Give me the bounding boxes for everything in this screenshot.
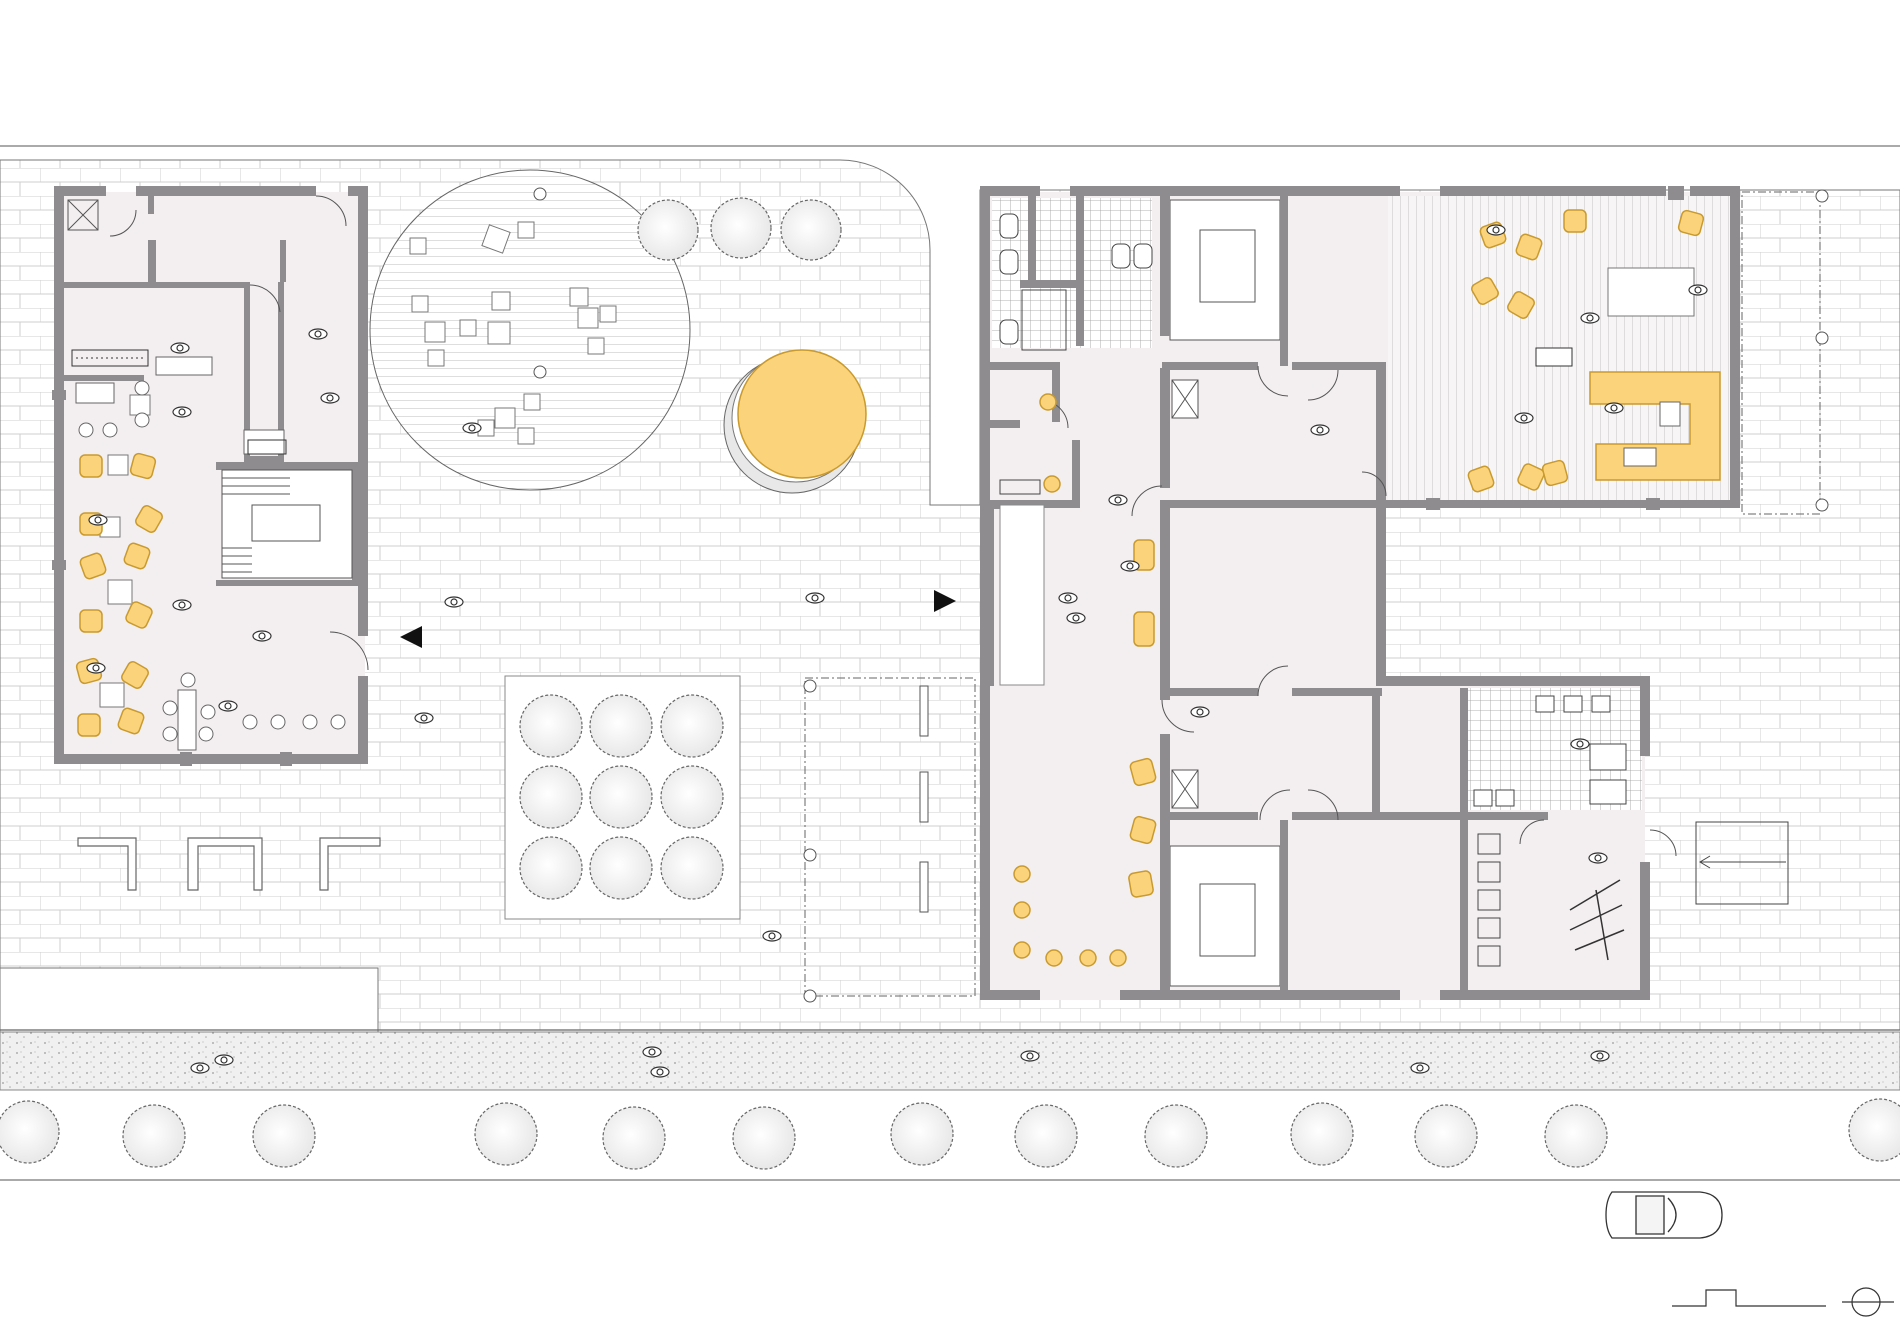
person-icon [1604,402,1624,414]
round-fountain [723,349,867,494]
round-deck [369,169,691,491]
person-icon [214,1054,234,1066]
tree-canopy-icon [519,765,583,829]
access-ramp [1695,821,1789,905]
tree-canopy-icon [660,836,724,900]
main-building [980,186,1740,1000]
gravel-strip [0,1031,1900,1091]
north-arrow-icon [1842,1287,1894,1317]
tree-canopy-icon [780,199,842,261]
tree-canopy-icon [519,694,583,758]
person-icon [1058,592,1078,604]
lounge-armchairs [1467,209,1705,493]
person-icon [1514,412,1534,424]
outdoor-benches [77,837,381,891]
corridor-seating [1013,393,1157,967]
person-icon [444,596,464,608]
person-icon [252,630,272,642]
tree-canopy-icon [602,1106,666,1170]
tree-canopy-icon [589,694,653,758]
tree-canopy-icon [660,694,724,758]
tree-canopy-icon [710,197,772,259]
cafe-tables [99,394,151,708]
person-icon [1486,224,1506,236]
person-icon [1570,738,1590,750]
pergola-east [1741,191,1821,515]
person-icon [1580,312,1600,324]
person-icon [172,599,192,611]
person-icon [86,662,106,674]
bar-stools [78,380,346,742]
person-icon [1410,1062,1430,1074]
person-icon [170,342,190,354]
tree-canopy-icon [1014,1104,1078,1168]
person-icon [320,392,340,404]
person-icon [642,1046,662,1058]
person-icon [218,700,238,712]
person-icon [172,406,192,418]
person-icon [1190,706,1210,718]
person-icon [462,422,482,434]
person-icon [88,514,108,526]
person-icon [1020,1050,1040,1062]
person-icon [650,1066,670,1078]
person-icon [414,712,434,724]
person-icon [762,930,782,942]
tree-canopy-icon [1544,1104,1608,1168]
entrance-arrow-icon [934,590,956,612]
person-icon [1066,612,1086,624]
person-icon [1688,284,1708,296]
tree-canopy-icon [637,199,699,261]
person-icon [1120,560,1140,572]
tree-canopy-icon [474,1102,538,1166]
scale-bar-icon [1672,1289,1826,1307]
person-icon [1588,852,1608,864]
pergola-zone [804,677,976,997]
site-boundary [0,145,1900,1181]
tree-canopy-icon [1848,1098,1900,1162]
person-icon [1108,494,1128,506]
street-trees [0,1098,1900,1170]
person-icon [1310,424,1330,436]
tree-canopy-icon [589,836,653,900]
tree-canopy-icon [1290,1102,1354,1166]
tree-canopy-icon [890,1102,954,1166]
tree-canopy-icon [252,1104,316,1168]
people [86,224,1708,1078]
tree-grid-plaza [504,675,741,920]
tree-canopy-icon [589,765,653,829]
tree-canopy-icon [122,1104,186,1168]
tree-canopy-icon [519,836,583,900]
car-icon [1605,1191,1723,1239]
tree-canopy-icon [1144,1104,1208,1168]
tree-canopy-icon [732,1106,796,1170]
person-icon [1590,1050,1610,1062]
person-icon [805,592,825,604]
entrance-arrow-icon [400,626,422,648]
person-icon [308,328,328,340]
tree-row-north [637,197,842,261]
tree-canopy-icon [660,765,724,829]
tree-canopy-icon [0,1100,60,1164]
person-icon [190,1062,210,1074]
tree-canopy-icon [1414,1104,1478,1168]
